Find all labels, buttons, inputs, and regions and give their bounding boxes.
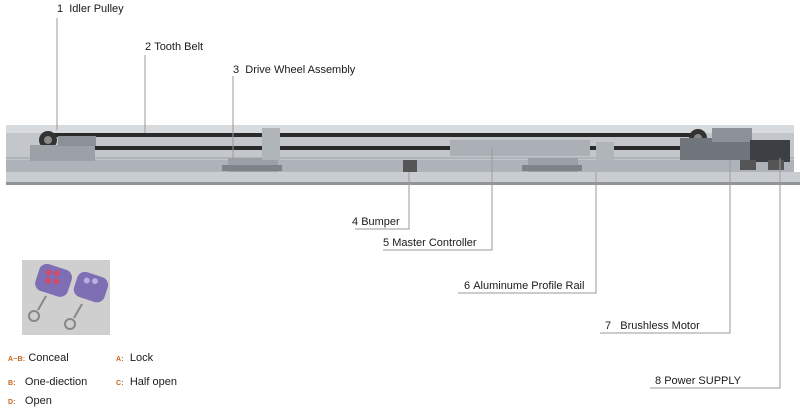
callout-text: Tooth Belt xyxy=(154,41,204,53)
callout-number: 4 xyxy=(352,216,359,228)
callout-tooth-belt: 2 Tooth Belt xyxy=(145,41,203,54)
leader-line-6 xyxy=(458,172,597,294)
power-supply xyxy=(740,140,790,170)
legend-key: D: xyxy=(8,399,16,406)
bumper xyxy=(403,160,417,172)
legend-label: Half open xyxy=(129,376,177,388)
legend-key: A: xyxy=(116,356,124,363)
legend-label: One-diection xyxy=(24,376,88,388)
callout-text: Drive Wheel Assembly xyxy=(245,64,356,76)
callout-aluminum-profile-rail: 6 Aluminume Profile Rail xyxy=(464,280,584,293)
remote-fob-icon xyxy=(22,260,110,335)
legend-key: A~B: xyxy=(8,356,26,363)
legend-label: Open xyxy=(24,395,52,407)
drive-wheel-assembly xyxy=(222,128,614,172)
leader-line-7 xyxy=(600,160,731,334)
callout-number: 5 xyxy=(383,237,390,249)
brushless-motor xyxy=(680,128,752,160)
legend-label: Conceal xyxy=(28,352,69,364)
callout-number: 7 xyxy=(605,320,612,332)
callout-drive-wheel-assembly: 3 Drive Wheel Assembly xyxy=(233,64,355,77)
callout-text: Brushless Motor xyxy=(620,320,700,332)
legend-key: C: xyxy=(116,380,124,387)
legend-lock: A: Lock xyxy=(116,352,153,366)
callout-number: 1 xyxy=(57,3,64,15)
leader-lines xyxy=(56,18,781,389)
master-controller xyxy=(450,140,590,156)
callout-text: Aluminume Profile Rail xyxy=(473,280,585,292)
remote-control-image xyxy=(22,260,110,335)
leader-line-4 xyxy=(355,172,410,230)
callout-text: Idler Pulley xyxy=(69,3,124,15)
leader-line-5 xyxy=(383,148,493,251)
callout-text: Bumper xyxy=(361,216,400,228)
callout-text: Power SUPPLY xyxy=(664,375,742,387)
legend-half-open: C: Half open xyxy=(116,376,177,390)
legend-one-direction: B: One-diection xyxy=(8,376,87,390)
callout-number: 6 xyxy=(464,280,471,292)
callout-power-supply: 8 Power SUPPLY xyxy=(655,375,741,388)
callout-number: 8 xyxy=(655,375,662,387)
callout-text: Master Controller xyxy=(392,237,477,249)
callout-brushless-motor: 7 Brushless Motor xyxy=(605,320,700,333)
legend-key: B: xyxy=(8,380,16,387)
callout-idler-pulley: 1 Idler Pulley xyxy=(57,3,124,16)
callout-number: 2 xyxy=(145,41,152,53)
idler-pulley xyxy=(30,131,96,161)
leader-line-8 xyxy=(650,158,781,389)
callout-bumper: 4 Bumper xyxy=(352,216,400,229)
legend-label: Lock xyxy=(129,352,154,364)
callout-master-controller: 5 Master Controller xyxy=(383,237,477,250)
legend-open: D: Open xyxy=(8,395,52,409)
legend-conceal: A~B:Conceal xyxy=(8,352,69,366)
callout-number: 3 xyxy=(233,64,240,76)
tooth-belt xyxy=(44,133,704,150)
